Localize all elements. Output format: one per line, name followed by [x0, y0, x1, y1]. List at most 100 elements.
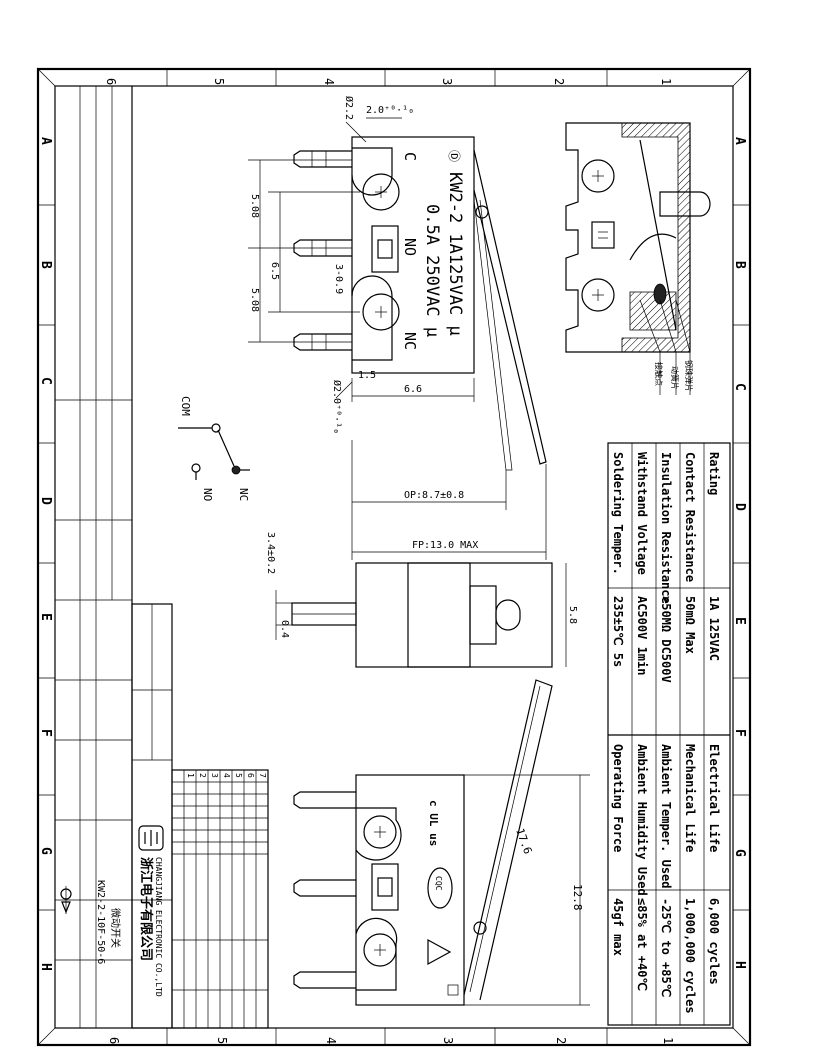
bottom-terminal-3 — [293, 971, 356, 989]
warning-triangle-icon — [427, 938, 452, 966]
dim-side-thk: 0.4 — [279, 620, 290, 638]
row-label-left-a: A — [38, 137, 53, 145]
spec-value-ambient-temper: -25℃ to +85℃ — [659, 898, 673, 997]
col-label-top-1: 1 — [659, 78, 673, 85]
spec-label-ambient-temper: Ambient Temper. Used — [659, 744, 673, 889]
row-label-right-h: H — [732, 961, 747, 969]
section-callout-2: 动簧片 — [670, 366, 680, 390]
company-name-cn: 浙江电子有限公司 — [138, 857, 154, 961]
spec-label-insulation-resistance: Insulation Resistance — [659, 452, 673, 604]
row-label-left-f: F — [38, 729, 53, 737]
spec-label-soldering-temper: Soldering Temper. — [611, 452, 625, 575]
switch-bottom-view — [293, 679, 590, 1006]
section-callout-3: 接触点 — [654, 362, 664, 386]
terminal-label-no: NO — [401, 238, 419, 256]
dim-side-pin: 3.4±0.2 — [265, 532, 276, 574]
spec-label-withstand-voltage: Withstand Voltage — [635, 452, 649, 575]
row-label-left-b: B — [38, 261, 53, 269]
schematic-no: NO — [201, 488, 214, 501]
revision-row-2: 2 — [198, 773, 207, 778]
spec-value-soldering-temper: 235±5℃ 5s — [611, 596, 625, 667]
row-label-right-g: G — [732, 849, 747, 857]
col-label-top-4: 4 — [322, 78, 336, 85]
ul-mark: c UL us — [427, 800, 440, 846]
section-callout-1: 钢珠弹片 — [684, 360, 694, 392]
dim-op: OP:8.7±0.8 — [404, 490, 464, 501]
drawing-frame: 6 5 4 3 2 1 6 5 4 3 2 1 A B C D E F G H … — [36, 67, 752, 1047]
row-label-right-b: B — [732, 261, 747, 269]
col-label-bottom-4: 4 — [324, 1037, 338, 1044]
spec-label-mechanical-life: Mechanical Life — [683, 744, 697, 852]
part-name: 微动开关 — [109, 908, 122, 948]
dimension-lines — [248, 117, 547, 560]
spec-table — [607, 442, 731, 1026]
spec-label-rating: Rating — [707, 452, 721, 495]
row-label-left-g: G — [38, 847, 53, 855]
bottom-terminal-2 — [293, 879, 356, 897]
row-label-right-e: E — [732, 617, 747, 625]
actuator-lever — [473, 149, 547, 471]
terminal-label-c: C — [401, 152, 419, 161]
terminal-pin-c — [293, 150, 352, 168]
row-label-right-c: C — [732, 383, 747, 391]
spec-value-mechanical-life: 1,000,000 cycles — [683, 898, 697, 1014]
column-ticks — [166, 69, 608, 1045]
dim-hole-spacing-top: 2.0⁺⁰·¹₀ — [366, 105, 414, 116]
col-label-bottom-6: 6 — [107, 1037, 121, 1044]
spec-value-insulation-resistance: >50MΩ DC500V — [659, 596, 673, 683]
spec-value-contact-resistance: 50mΩ Max — [683, 596, 697, 654]
row-label-right-f: F — [732, 729, 747, 737]
mounting-hole-bottom — [351, 275, 400, 361]
dim-body-depth: 6.6 — [404, 384, 422, 395]
revision-row-3: 3 — [210, 773, 219, 778]
switch-section-view — [565, 122, 711, 395]
col-label-bottom-2: 2 — [554, 1037, 568, 1044]
cqc-mark-icon — [427, 867, 453, 909]
dim-mid: 6.5 — [269, 262, 280, 280]
spec-value-operating-force: 45gf max — [611, 898, 625, 956]
dim-pitch-2: 5.08 — [249, 288, 260, 312]
circuit-schematic — [178, 423, 250, 480]
schematic-nc: NC — [237, 488, 250, 501]
center-slot — [371, 225, 399, 273]
spec-value-ambient-humidity: ≤85% at +40℃ — [635, 898, 649, 991]
dim-pitch-1: 5.08 — [249, 194, 260, 218]
projection-symbol-icon — [60, 886, 72, 914]
spec-label-ambient-humidity: Ambient Humidity Used — [635, 744, 649, 896]
title-block: 7 6 5 4 3 2 1 浙江电子有限公司 CHANGJIANG ELECTR… — [55, 86, 269, 1029]
spec-label-operating-force: Operating Force — [611, 744, 625, 852]
marking-line-2: 0.5A 250VAC µ — [422, 204, 442, 337]
col-label-top-2: 2 — [552, 78, 566, 85]
company-logo-icon — [138, 825, 164, 851]
terminal-label-nc: NC — [401, 332, 419, 350]
dim-edge: 1.5 — [358, 370, 376, 381]
mounting-hole-top — [351, 147, 400, 211]
switch-top-view: Ⓓ KW2-2 1A125VAC µ 0.5A 250VAC µ C NO NC — [293, 136, 547, 471]
dim-pin-width: 3-0.9 — [333, 264, 344, 294]
row-label-left-d: D — [38, 497, 53, 505]
spec-label-electrical-life: Electrical Life — [707, 744, 721, 852]
row-label-right-d: D — [732, 503, 747, 511]
bottom-terminal-1 — [293, 791, 356, 809]
col-label-top-3: 3 — [440, 78, 454, 85]
col-label-bottom-1: 1 — [661, 1037, 675, 1044]
col-label-bottom-3: 3 — [441, 1037, 455, 1044]
cqc-mark-label: CQC — [434, 876, 443, 891]
row-label-left-c: C — [38, 377, 53, 385]
spec-value-rating: 1A 125VAC — [707, 596, 721, 661]
spec-value-electrical-life: 6,000 cycles — [707, 898, 721, 985]
row-ticks — [38, 204, 750, 911]
dim-hole-dia-bottom: Ø2.0⁺⁰·¹₀ — [331, 380, 343, 434]
revision-row-1: 1 — [186, 773, 195, 778]
switch-side-view — [275, 562, 567, 668]
dim-hole-dia-top: Ø2.2 — [343, 96, 355, 120]
dim-body-len: 12.8 — [571, 884, 584, 911]
col-label-top-6: 6 — [104, 78, 118, 85]
row-label-left-h: H — [38, 963, 53, 971]
part-number: KW2-2-10F-50-6 — [95, 880, 106, 964]
row-label-left-e: E — [38, 613, 53, 621]
schematic-com: COM — [179, 396, 192, 416]
revision-row-7: 7 — [258, 773, 267, 778]
revision-row-6: 6 — [246, 773, 255, 778]
